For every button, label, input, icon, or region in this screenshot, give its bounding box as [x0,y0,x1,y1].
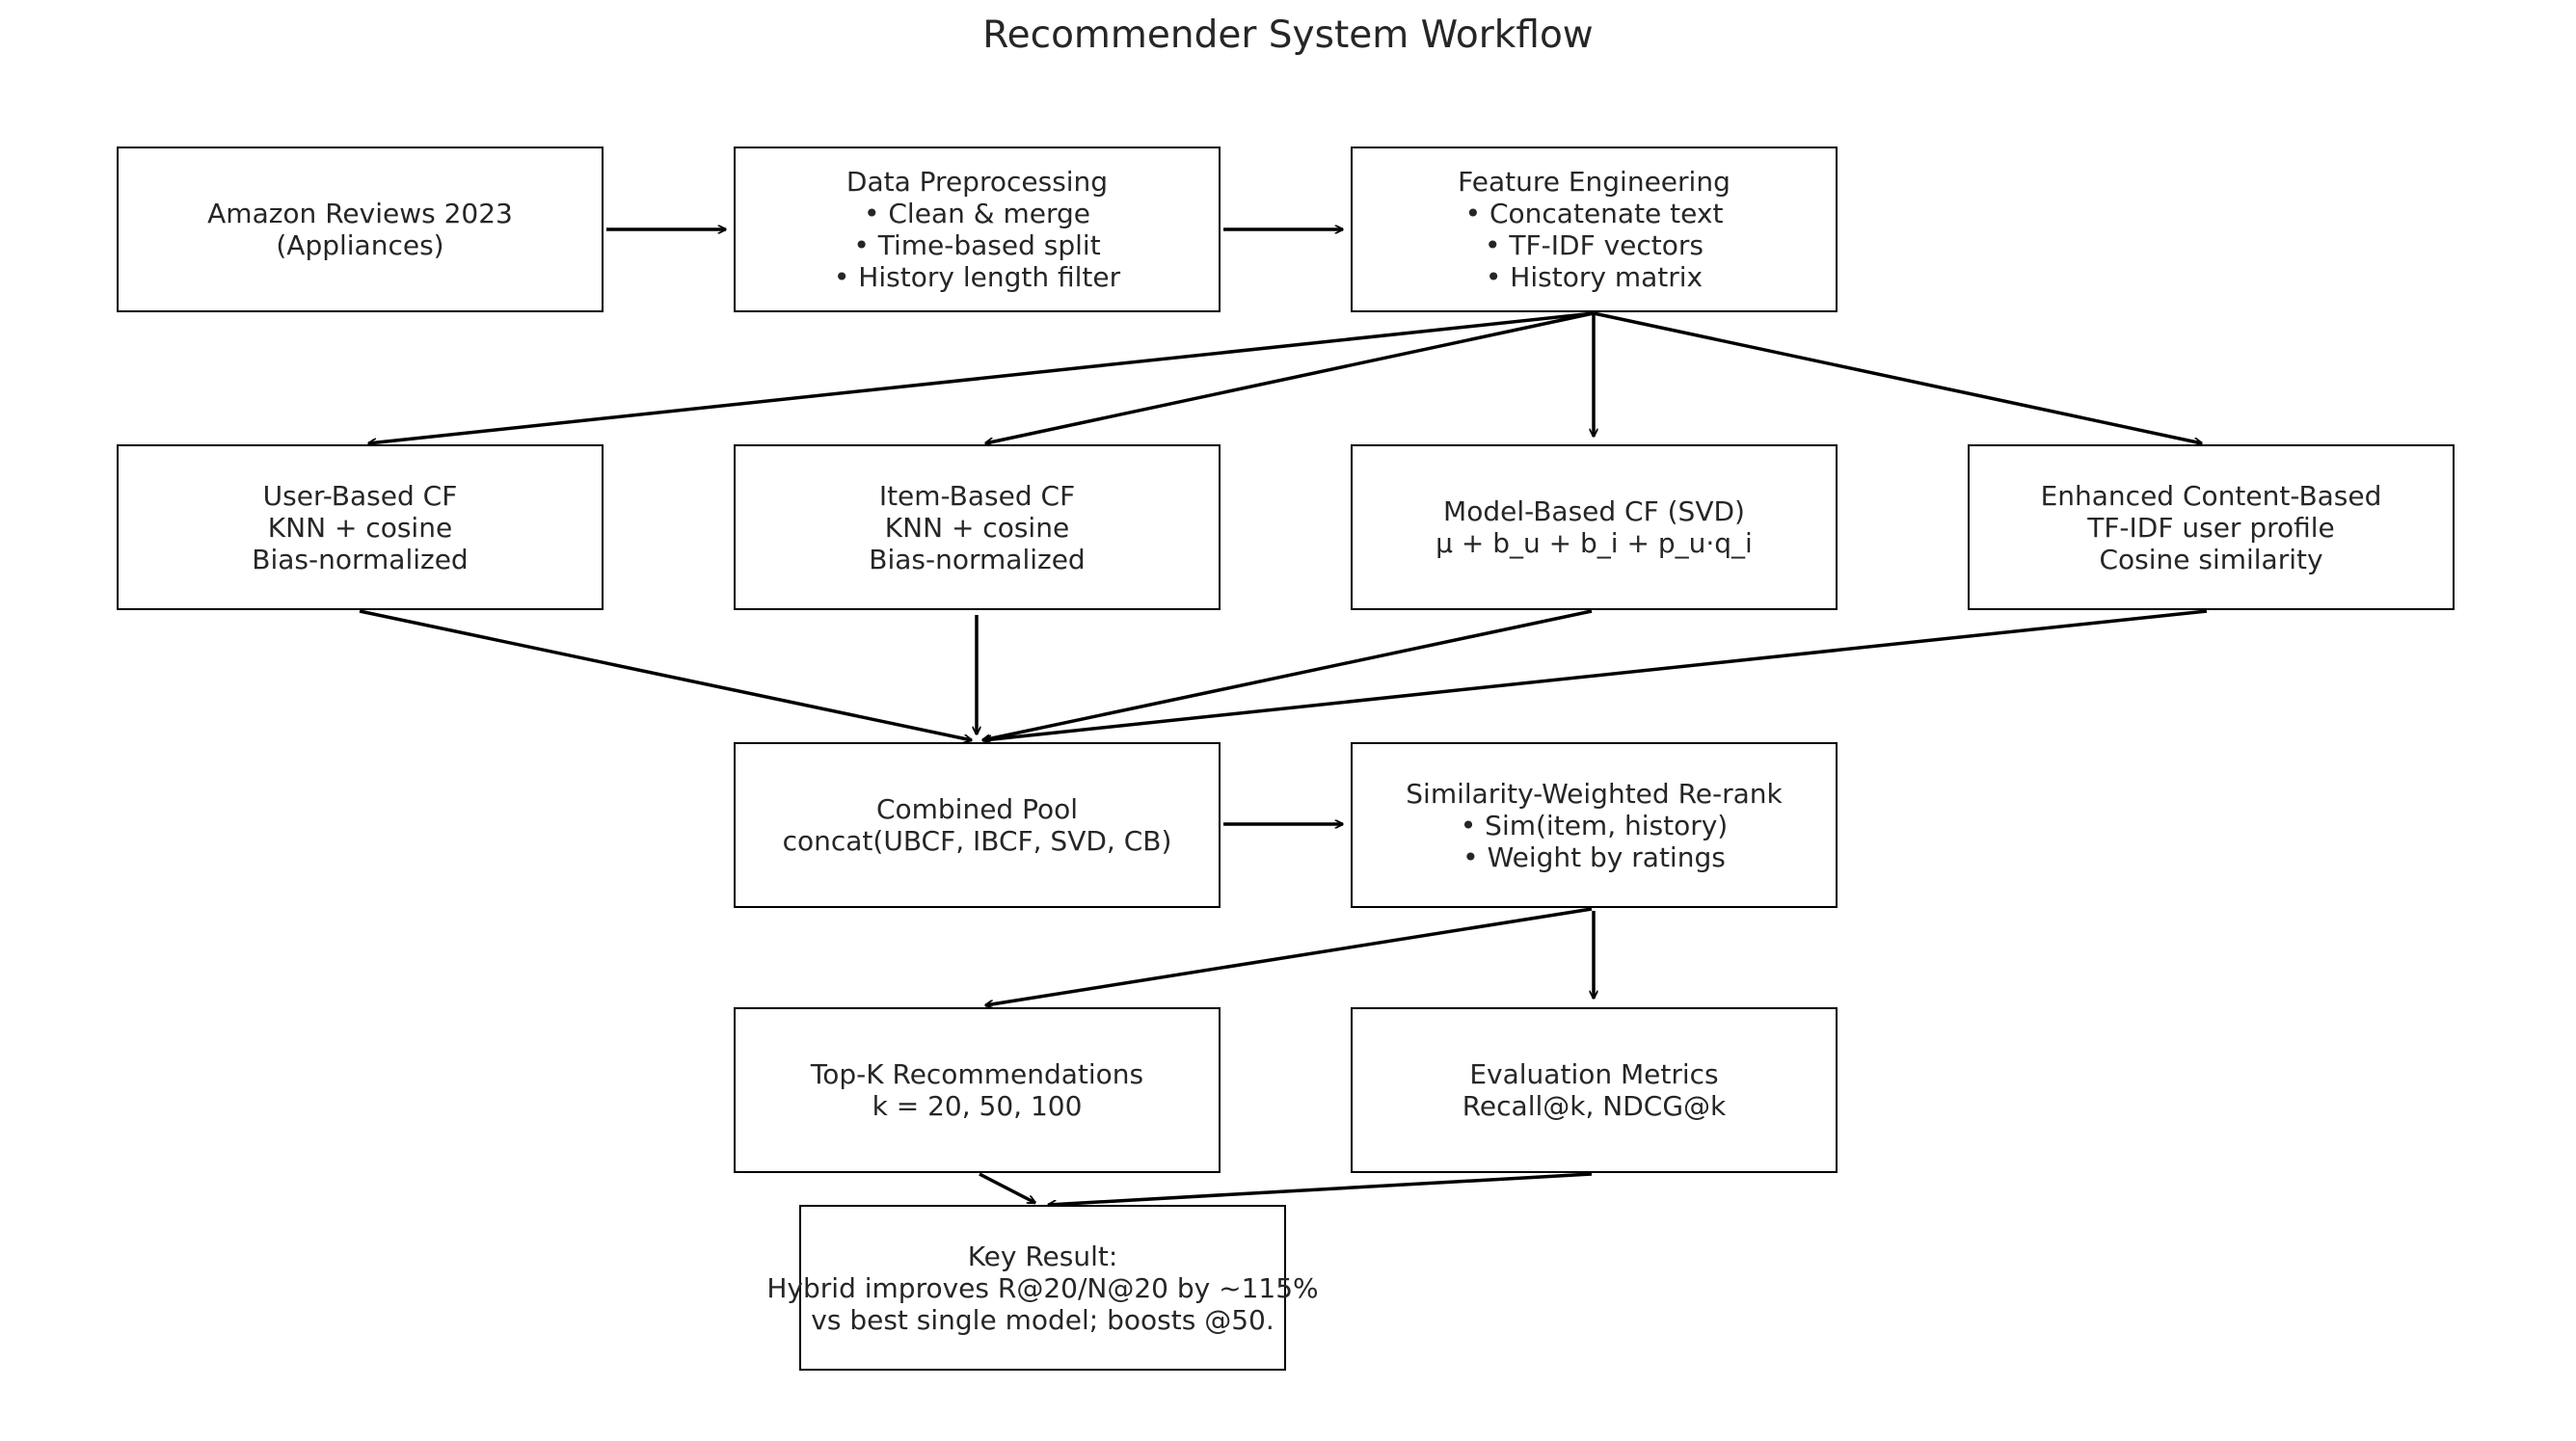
model-based-cf-box: Model-Based CF (SVD)μ + b_u + b_i + p_u·… [1351,444,1838,610]
arrow-svd-to-pool [982,609,1593,740]
user-based-cf-line-1: User-Based CF [262,479,458,512]
model-based-cf-line-1: Model-Based CF (SVD) [1443,495,1745,527]
top-k-line-1: Top-K Recommendations [810,1058,1144,1090]
evaluation-metrics-line-2: Recall@k, NDCG@k [1462,1090,1727,1122]
key-result-box: Key Result:Hybrid improves R@20/N@20 by … [766,1205,1319,1371]
user-based-cf-line-3: Bias-normalized [252,543,469,575]
item-based-cf-line-3: Bias-normalized [869,543,1086,575]
top-k-line-2: k = 20, 50, 100 [872,1090,1083,1122]
source-line-2: (Appliances) [276,229,444,261]
key-result-line-1: Key Result: [967,1240,1118,1272]
item-based-cf-line-2: KNN + cosine [884,511,1070,544]
diagram-title: Recommender System Workflow [982,13,1594,57]
arrow-rerank-to-topk [985,907,1593,1005]
preprocessing-line-1: Data Preprocessing [845,166,1109,198]
arrow-ubcf-to-pool [359,609,972,740]
rerank-line-2: • Sim(item, history) [1460,809,1729,841]
rerank-box: Similarity-Weighted Re-rank• Sim(item, h… [1351,742,1838,908]
combined-pool-line-1: Combined Pool [875,793,1079,825]
combined-pool-line-2: concat(UBCF, IBCF, SVD, CB) [782,825,1172,857]
preprocessing-line-2: • Clean & merge [863,198,1091,229]
arrow-content-to-pool [983,609,2208,740]
feature-engineering-line-3: • TF-IDF vectors [1485,229,1704,261]
rerank-line-3: • Weight by ratings [1462,841,1726,873]
feature-engineering-line-1: Feature Engineering [1458,166,1731,198]
key-result-line-3: vs best single model; boosts @50. [811,1303,1275,1336]
arrow-features-to-content [1593,311,2202,443]
item-based-cf-line-1: Item-Based CF [878,479,1076,512]
preprocessing-box: Data Preprocessing• Clean & merge• Time-… [734,147,1221,312]
preprocessing-line-4: • History length filter [833,261,1121,293]
source-box: Amazon Reviews 2023(Appliances) [117,147,604,312]
feature-engineering-box: Feature Engineering• Concatenate text• T… [1351,147,1838,312]
feature-engineering-line-2: • Concatenate text [1464,198,1724,229]
key-result-line-2: Hybrid improves R@20/N@20 by ~115% [766,1271,1319,1304]
arrow-features-to-ubcf [368,311,1595,443]
arrow-features-to-ibcf [985,311,1595,443]
arrow-metrics-to-result [1048,1172,1593,1205]
content-based-line-2: TF-IDF user profile [2087,511,2335,544]
content-based-line-1: Enhanced Content-Based [2040,479,2382,512]
rerank-line-1: Similarity-Weighted Re-rank [1406,777,1783,810]
source-line-1: Amazon Reviews 2023 [207,198,513,229]
model-based-cf-line-2: μ + b_u + b_i + p_u·q_i [1436,527,1753,559]
preprocessing-line-3: • Time-based split [853,229,1101,261]
content-based-line-3: Cosine similarity [2099,543,2323,575]
user-based-cf-line-2: KNN + cosine [267,511,453,544]
feature-engineering-line-4: • History matrix [1485,261,1704,293]
arrow-topk-to-result [979,1172,1035,1205]
evaluation-metrics-line-1: Evaluation Metrics [1469,1058,1719,1090]
